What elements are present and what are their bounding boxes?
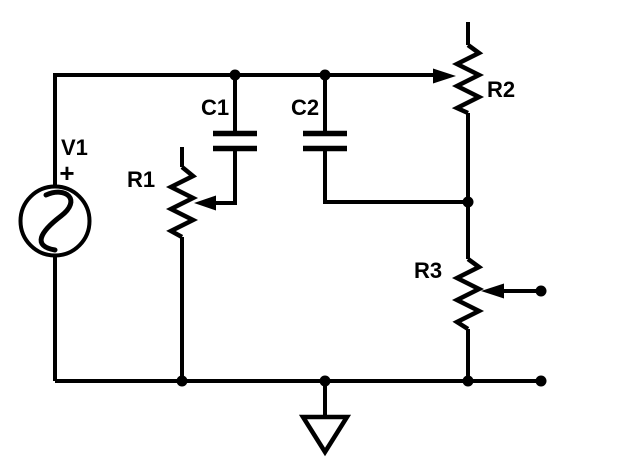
- c2-label: C2: [291, 95, 319, 120]
- wire-c2-to-junction: [323, 151, 468, 204]
- c1-label: C1: [201, 95, 229, 120]
- r1-zigzag: [165, 165, 199, 239]
- junction-dot: [319, 69, 331, 81]
- v1-label: V1: [61, 135, 88, 160]
- component-r2-resistor[interactable]: R2: [433, 43, 515, 116]
- component-v1-ac-source[interactable]: + V1: [18, 135, 92, 258]
- ground-triangle-icon: [298, 414, 352, 457]
- junction-dot: [462, 196, 474, 208]
- r3-zigzag: [451, 257, 485, 331]
- r3-wiper-arrow-icon: [481, 283, 504, 299]
- v1-plus-polarity: +: [59, 158, 74, 188]
- junctions: [176, 69, 547, 387]
- component-r3-resistor[interactable]: R3: [414, 257, 504, 331]
- ac-source-circle: [18, 184, 92, 258]
- r1-wiper-arrow-icon: [194, 195, 216, 211]
- r3-label: R3: [414, 258, 442, 283]
- sine-wave-icon: [38, 189, 74, 253]
- r2-label: R2: [487, 77, 515, 102]
- junction-dot: [462, 375, 474, 387]
- component-ground-symbol[interactable]: [298, 414, 352, 457]
- component-r1-resistor[interactable]: R1: [127, 165, 216, 239]
- junction-dot: [176, 375, 188, 387]
- r2-wiper-arrow-icon: [433, 68, 456, 84]
- wires: [53, 22, 541, 417]
- junction-dot: [319, 375, 331, 387]
- terminal-dot: [535, 285, 547, 297]
- component-c2-capacitor[interactable]: C2: [291, 95, 347, 152]
- terminal-dot: [535, 375, 547, 387]
- r2-zigzag: [451, 43, 485, 116]
- r1-label: R1: [127, 167, 155, 192]
- wire-c1-to-r1-wiper: [215, 151, 237, 205]
- junction-dot: [229, 69, 241, 81]
- component-c1-capacitor[interactable]: C1: [201, 95, 257, 152]
